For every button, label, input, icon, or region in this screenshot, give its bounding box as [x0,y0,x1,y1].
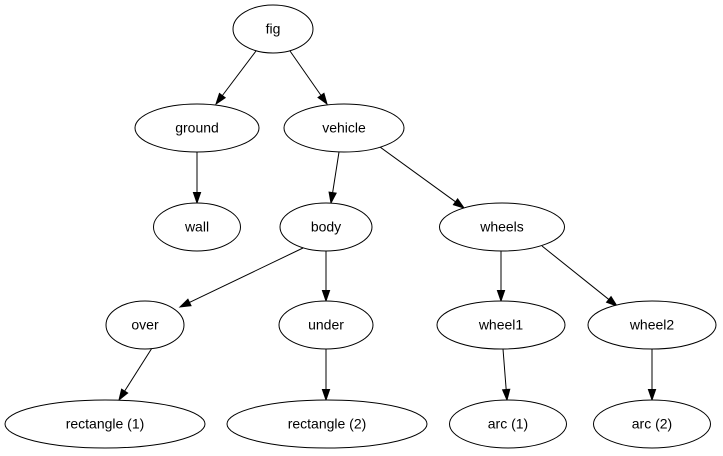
node-shape-ellipse[interactable] [439,202,565,252]
node-shape-ellipse[interactable] [279,202,373,252]
edge-wheels-to-wheel1 [496,251,506,303]
node-label: arc (2) [632,416,672,432]
edge-line [124,347,153,392]
node-shape-ellipse[interactable] [283,103,405,153]
node-rect1[interactable]: rectangle (1) [4,399,206,449]
node-rect2[interactable]: rectangle (2) [226,399,428,449]
arrowhead-icon [317,92,328,106]
node-over[interactable]: over [105,300,185,350]
node-label: fig [266,21,281,37]
arrowhead-icon [321,290,331,303]
edge-line [221,50,257,96]
edge-line [379,146,456,203]
edge-fig-to-ground [215,50,257,106]
arrowhead-icon [328,191,337,205]
arrowhead-icon [647,389,657,402]
edge-wheel2-to-arc2 [647,349,657,402]
node-shape-ellipse[interactable] [4,399,206,449]
node-shape-ellipse[interactable] [232,4,314,54]
node-ground[interactable]: ground [134,103,260,153]
arrowhead-icon [605,295,619,307]
node-arc1[interactable]: arc (1) [449,399,567,449]
node-label: rectangle (1) [66,416,145,432]
edge-line [541,245,610,300]
edge-over-to-rect1 [118,347,153,402]
edge-wheels-to-wheel2 [541,245,619,307]
node-label: arc (1) [488,416,528,432]
edges-layer [118,50,657,402]
node-label: body [311,219,341,235]
node-shape-ellipse[interactable] [278,300,374,350]
edge-line [189,247,304,303]
edge-under-to-rect2 [321,349,331,402]
arrowhead-icon [321,389,331,402]
node-fig[interactable]: fig [232,4,314,54]
node-wheel1[interactable]: wheel1 [436,300,566,350]
edge-line [502,348,507,390]
edge-line [289,50,322,96]
node-label: rectangle (2) [288,416,367,432]
arrowhead-icon [118,388,129,402]
arrowhead-icon [452,198,466,209]
node-wheel2[interactable]: wheel2 [587,300,717,350]
nodes-layer: fig ground vehicle wall body wheels over under w… [4,4,717,449]
node-shape-ellipse[interactable] [226,399,428,449]
node-wall[interactable]: wall [153,202,241,252]
arrowhead-icon [178,298,192,308]
arrowhead-icon [501,388,511,402]
node-label: vehicle [322,120,366,136]
node-arc2[interactable]: arc (2) [593,399,711,449]
arrowhead-icon [496,290,506,303]
arrowhead-icon [192,192,202,205]
node-shape-ellipse[interactable] [105,300,185,350]
edge-body-to-over [178,247,304,308]
edge-ground-to-wall [192,152,202,205]
node-shape-ellipse[interactable] [153,202,241,252]
edge-vehicle-to-wheels [379,146,466,209]
node-body[interactable]: body [279,202,373,252]
node-label: wheel2 [629,317,675,333]
node-shape-ellipse[interactable] [587,300,717,350]
edge-vehicle-to-body [328,151,340,205]
node-label: wheel1 [478,317,524,333]
node-vehicle[interactable]: vehicle [283,103,405,153]
node-shape-ellipse[interactable] [449,399,567,449]
edge-fig-to-vehicle [289,50,328,106]
node-label: wheels [479,219,524,235]
edge-line [332,151,340,193]
node-shape-ellipse[interactable] [134,103,260,153]
node-label: under [308,317,344,333]
node-under[interactable]: under [278,300,374,350]
node-wheels[interactable]: wheels [439,202,565,252]
node-shape-ellipse[interactable] [593,399,711,449]
node-label: wall [184,219,209,235]
node-shape-ellipse[interactable] [436,300,566,350]
edge-wheel1-to-arc1 [501,348,511,402]
arrowhead-icon [215,92,227,106]
edge-body-to-under [321,251,331,303]
node-label: ground [175,120,219,136]
node-label: over [131,317,159,333]
